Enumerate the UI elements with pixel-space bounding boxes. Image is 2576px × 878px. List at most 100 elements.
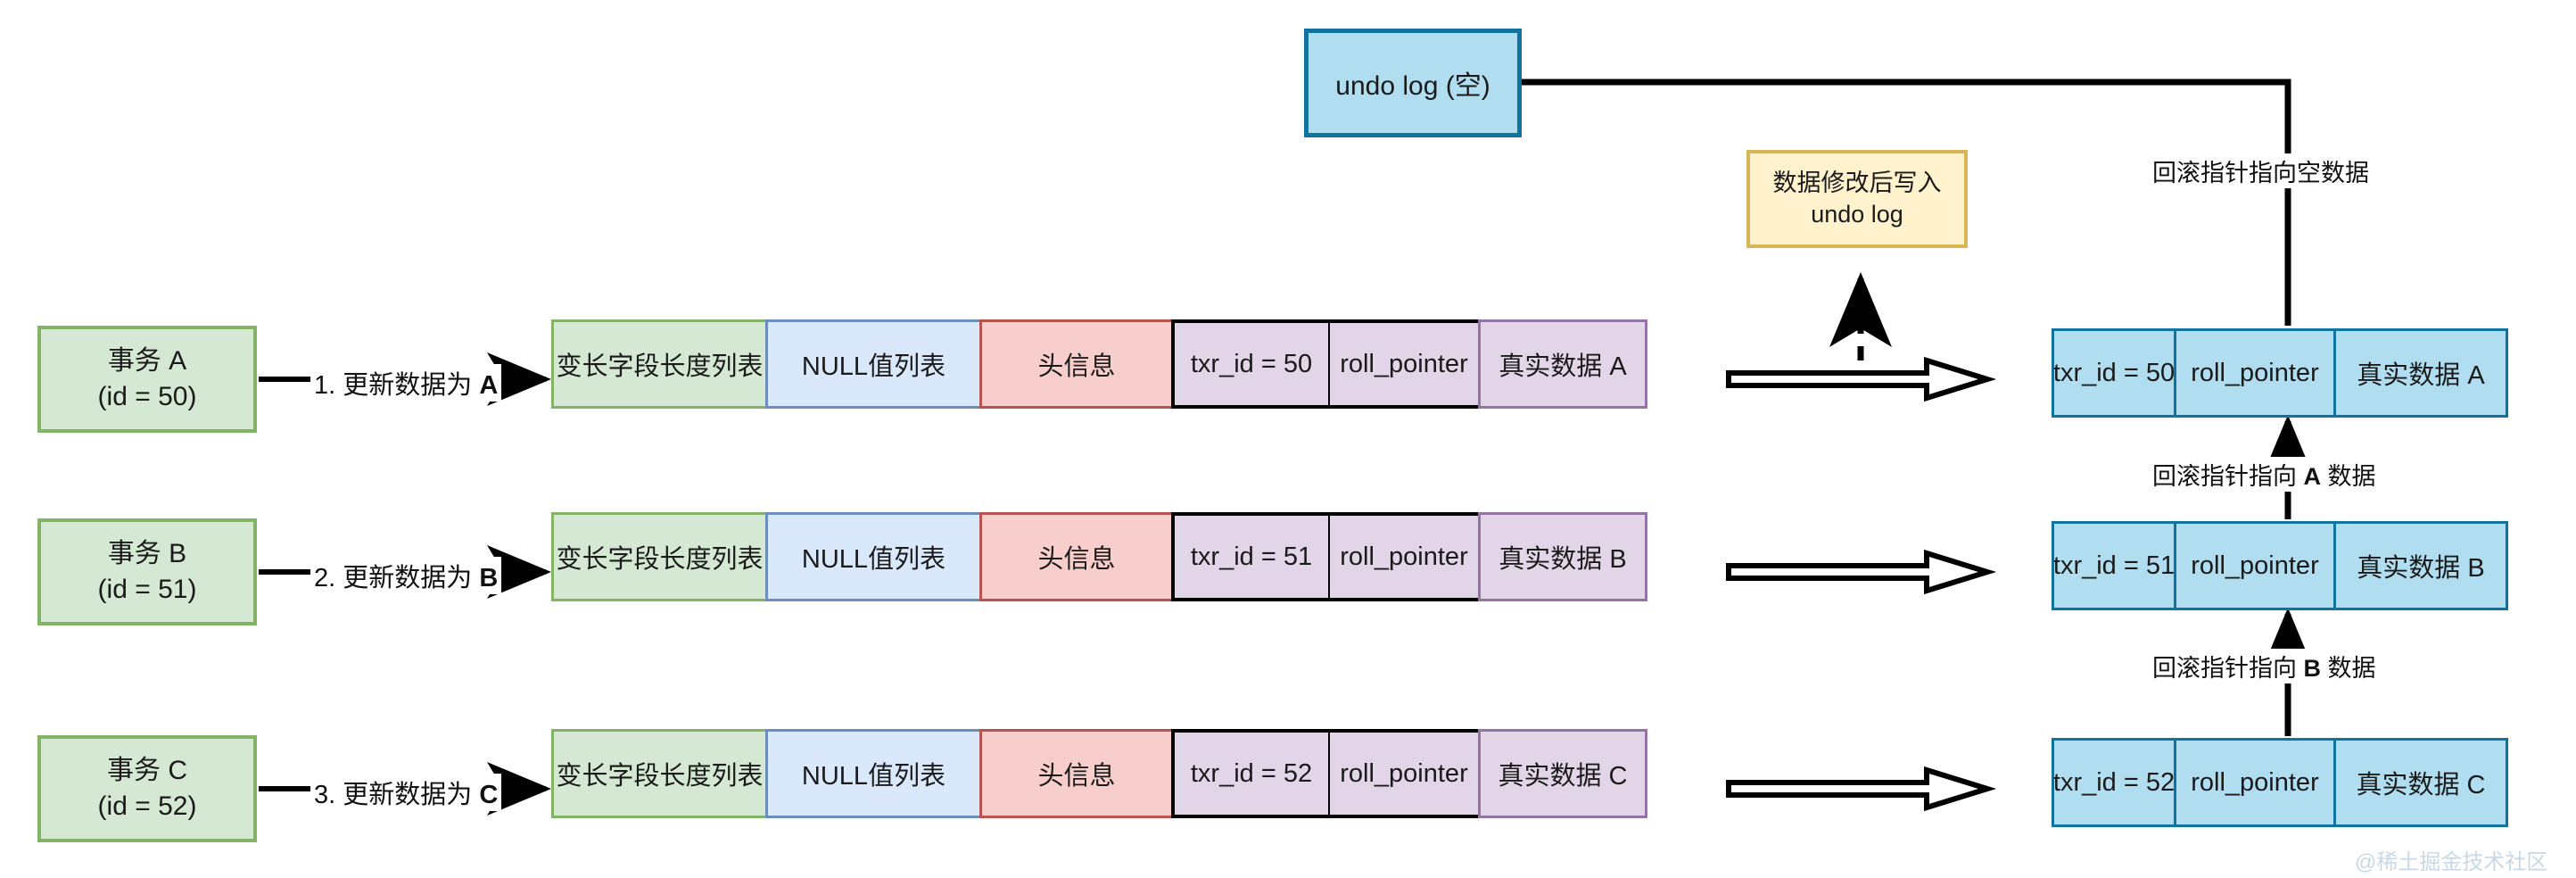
note-line-1: 数据修改后写入 <box>1772 169 1942 196</box>
undo-log-empty-label: undo log (空) <box>1335 71 1490 101</box>
transaction-id-b: (id = 51) <box>97 575 197 604</box>
record-1-roll-pointer-label: roll_pointer <box>1340 349 1468 378</box>
record-1-nulls-label: NULL值列表 <box>801 352 946 381</box>
record-2-header-cell[interactable]: 头信息 <box>979 512 1174 601</box>
record-2-nulls-cell[interactable]: NULL值列表 <box>765 512 982 601</box>
undo-record-row-2: txr_id = 51 roll_pointer 真实数据 B <box>2052 521 2508 610</box>
transaction-name-c: 事务 C <box>107 756 187 786</box>
undo-record-row-3: txr_id = 52 roll_pointer 真实数据 C <box>2052 738 2508 827</box>
record-2-nulls-label: NULL值列表 <box>801 545 946 574</box>
annotation-rollpointer-empty: 回滚指针指向空数据 <box>2145 153 2376 188</box>
annotation-2-prefix: 回滚指针指向 <box>2152 463 2297 490</box>
record-2-txr-id-cell[interactable]: txr_id = 51 <box>1171 512 1330 601</box>
record-2-txr-id-label: txr_id = 51 <box>1190 542 1313 571</box>
undo-record-2-txr-id-cell[interactable]: txr_id = 51 <box>2052 521 2176 610</box>
block-arrow-3 <box>1726 766 1997 812</box>
block-arrow-1 <box>1726 356 1997 402</box>
data-record-row-3: 变长字段长度列表 NULL值列表 头信息 txr_id = 52 roll_po… <box>551 729 1647 818</box>
record-3-roll-pointer-label: roll_pointer <box>1340 758 1468 788</box>
annotation-2-value: A <box>2303 463 2322 490</box>
record-1-txr-id-label: txr_id = 50 <box>1190 349 1313 378</box>
record-3-header-cell[interactable]: 头信息 <box>979 729 1174 818</box>
transaction-id-c: (id = 52) <box>97 791 197 821</box>
transaction-id-a: (id = 50) <box>97 382 197 411</box>
undo-record-3-real-data-label: 真实数据 C <box>2356 771 2486 799</box>
record-1-header-label: 头信息 <box>1037 352 1116 381</box>
record-2-varlen-cell[interactable]: 变长字段长度列表 <box>551 512 768 601</box>
record-3-header-label: 头信息 <box>1037 762 1116 791</box>
record-3-real-data-cell[interactable]: 真实数据 C <box>1478 729 1647 818</box>
undo-log-empty-box[interactable]: undo log (空) <box>1304 29 1522 137</box>
note-line-2: undo log <box>1811 201 1903 228</box>
record-2-real-data-label: 真实数据 B <box>1499 545 1627 574</box>
step-number-2: 2. <box>314 564 336 592</box>
undo-record-3-roll-pointer-cell[interactable]: roll_pointer <box>2174 738 2336 827</box>
record-1-roll-pointer-cell[interactable]: roll_pointer <box>1328 319 1482 409</box>
undo-record-1-txr-id-label: txr_id = 50 <box>2052 358 2176 387</box>
record-1-nulls-cell[interactable]: NULL值列表 <box>765 319 982 409</box>
record-3-nulls-label: NULL值列表 <box>801 762 946 791</box>
step-text-1: 更新数据为 <box>343 371 473 400</box>
step-value-3: C <box>479 781 499 809</box>
record-1-real-data-label: 真实数据 A <box>1499 352 1627 381</box>
undo-record-3-txr-id-label: txr_id = 52 <box>2052 767 2176 797</box>
step-number-1: 1. <box>314 371 336 400</box>
block-arrow-2 <box>1726 549 1997 595</box>
record-1-varlen-label: 变长字段长度列表 <box>556 352 764 381</box>
annotation-3-suffix: 数据 <box>2327 655 2376 682</box>
watermark: @稀土掘金技术社区 <box>2355 850 2548 874</box>
annotation-rollpointer-b: 回滚指针指向 B 数据 <box>2145 649 2383 683</box>
step-text-2: 更新数据为 <box>343 564 473 592</box>
step-text-3: 更新数据为 <box>343 781 473 809</box>
transaction-name-a: 事务 A <box>107 346 187 377</box>
record-2-roll-pointer-cell[interactable]: roll_pointer <box>1328 512 1482 601</box>
undo-record-2-txr-id-label: txr_id = 51 <box>2052 551 2176 580</box>
transaction-box-c[interactable]: 事务 C (id = 52) <box>37 735 257 842</box>
record-3-varlen-label: 变长字段长度列表 <box>556 762 764 791</box>
record-1-varlen-cell[interactable]: 变长字段长度列表 <box>551 319 768 409</box>
transaction-box-b[interactable]: 事务 B (id = 51) <box>37 518 257 625</box>
record-1-txr-id-cell[interactable]: txr_id = 50 <box>1171 319 1330 409</box>
step-label-1: 1. 更新数据为 A <box>310 364 502 402</box>
step-value-2: B <box>479 564 499 592</box>
undo-record-2-roll-pointer-label: roll_pointer <box>2191 551 2319 580</box>
annotation-3-prefix: 回滚指针指向 <box>2152 655 2297 682</box>
undo-record-2-roll-pointer-cell[interactable]: roll_pointer <box>2174 521 2336 610</box>
undo-record-row-1: txr_id = 50 roll_pointer 真实数据 A <box>2052 328 2508 418</box>
record-2-real-data-cell[interactable]: 真实数据 B <box>1478 512 1647 601</box>
record-3-varlen-cell[interactable]: 变长字段长度列表 <box>551 729 768 818</box>
record-2-varlen-label: 变长字段长度列表 <box>556 545 764 574</box>
step-number-3: 3. <box>314 781 336 809</box>
record-2-roll-pointer-label: roll_pointer <box>1340 542 1468 571</box>
undo-record-2-real-data-label: 真实数据 B <box>2357 554 2485 583</box>
undo-record-1-real-data-label: 真实数据 A <box>2357 361 2485 390</box>
data-record-row-2: 变长字段长度列表 NULL值列表 头信息 txr_id = 51 roll_po… <box>551 512 1647 601</box>
write-undo-log-note-box[interactable]: 数据修改后写入 undo log <box>1746 150 1968 248</box>
undo-record-3-txr-id-cell[interactable]: txr_id = 52 <box>2052 738 2176 827</box>
record-3-txr-id-label: txr_id = 52 <box>1190 758 1313 788</box>
annotation-3-value: B <box>2303 655 2322 682</box>
record-3-txr-id-cell[interactable]: txr_id = 52 <box>1171 729 1330 818</box>
record-3-roll-pointer-cell[interactable]: roll_pointer <box>1328 729 1482 818</box>
undo-record-1-real-data-cell[interactable]: 真实数据 A <box>2333 328 2508 418</box>
annotation-2-suffix: 数据 <box>2327 463 2376 490</box>
undo-record-1-txr-id-cell[interactable]: txr_id = 50 <box>2052 328 2176 418</box>
annotation-rollpointer-a: 回滚指针指向 A 数据 <box>2145 457 2383 492</box>
undo-record-2-real-data-cell[interactable]: 真实数据 B <box>2333 521 2508 610</box>
record-1-real-data-cell[interactable]: 真实数据 A <box>1478 319 1647 409</box>
undo-record-3-roll-pointer-label: roll_pointer <box>2191 767 2319 797</box>
record-2-header-label: 头信息 <box>1037 545 1116 574</box>
record-1-header-cell[interactable]: 头信息 <box>979 319 1174 409</box>
record-3-nulls-cell[interactable]: NULL值列表 <box>765 729 982 818</box>
step-label-3: 3. 更新数据为 C <box>310 774 502 811</box>
record-3-real-data-label: 真实数据 C <box>1498 762 1628 791</box>
transaction-box-a[interactable]: 事务 A (id = 50) <box>37 326 257 433</box>
step-value-1: A <box>479 371 499 400</box>
step-label-2: 2. 更新数据为 B <box>310 557 502 594</box>
annotation-1-text: 回滚指针指向空数据 <box>2152 160 2369 186</box>
undo-record-1-roll-pointer-label: roll_pointer <box>2191 358 2319 387</box>
undo-record-3-real-data-cell[interactable]: 真实数据 C <box>2333 738 2508 827</box>
data-record-row-1: 变长字段长度列表 NULL值列表 头信息 txr_id = 50 roll_po… <box>551 319 1647 409</box>
undo-record-1-roll-pointer-cell[interactable]: roll_pointer <box>2174 328 2336 418</box>
